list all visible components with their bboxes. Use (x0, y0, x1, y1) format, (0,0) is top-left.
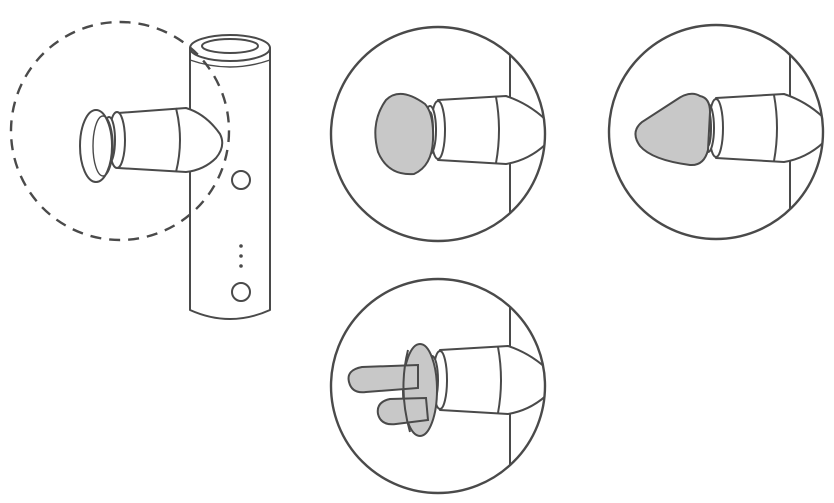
cone-head-attachment (634, 92, 712, 167)
highlight-circle (9, 20, 231, 242)
round-head-attachment (374, 93, 435, 176)
fork-upper-prong (347, 363, 419, 394)
power-button (231, 170, 251, 190)
device-body (189, 47, 271, 320)
detail-frame (329, 25, 547, 243)
flat-head-attachment (79, 109, 113, 183)
fork-lower-prong (376, 396, 430, 426)
mode-button (231, 282, 251, 302)
detail-view-round-head (329, 25, 547, 243)
main-device (79, 34, 271, 320)
detail-view-fork-head (329, 277, 547, 495)
detail-frame (607, 23, 825, 241)
indicator-dot (239, 254, 243, 258)
detail-frame (329, 277, 547, 495)
indicator-dot (239, 264, 243, 268)
motor-barrel (117, 107, 224, 173)
detail-view-cone-head (607, 23, 825, 241)
indicator-dot (239, 244, 243, 248)
